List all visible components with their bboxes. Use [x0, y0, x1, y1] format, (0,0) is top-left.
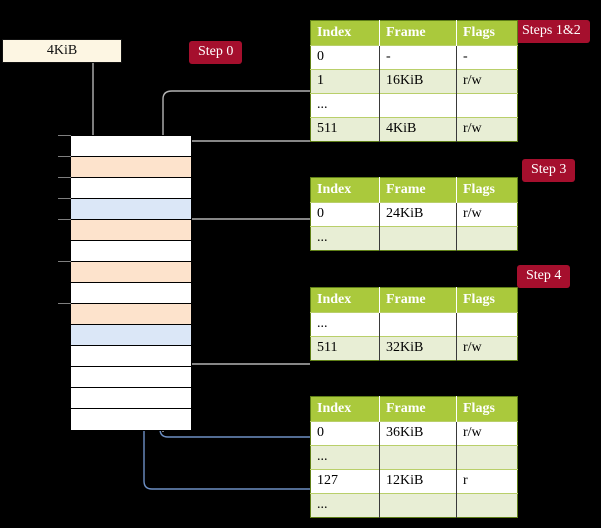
memory-row-tick: [58, 177, 71, 178]
cell-frame: 36KiB: [379, 421, 457, 446]
virtual-page-box: 4KiB: [2, 39, 122, 63]
cell-index: 127: [310, 469, 380, 494]
cell-index: ...: [310, 93, 380, 118]
column-header-frame: Frame: [379, 20, 457, 46]
table-row: ...: [310, 312, 518, 337]
memory-frame-row: [71, 325, 191, 346]
memory-frame-row: [71, 136, 191, 157]
memory-frame-row: [71, 304, 191, 325]
cell-frame: 24KiB: [379, 202, 457, 227]
cell-index: 0: [310, 421, 380, 446]
step-badge-1: Steps 1&2: [513, 20, 590, 43]
table-row: ...: [310, 226, 518, 251]
column-header-flags: Flags: [456, 20, 518, 46]
cell-flags: [456, 312, 518, 337]
column-header-index: Index: [310, 396, 380, 422]
cell-frame: [379, 312, 457, 337]
memory-frame-row: [71, 346, 191, 367]
cell-frame: [379, 226, 457, 251]
memory-frame-row: [71, 157, 191, 178]
cell-frame: [379, 493, 457, 518]
cell-frame: -: [379, 45, 457, 70]
memory-frame-row: [71, 388, 191, 409]
memory-row-tick: [58, 156, 71, 157]
cell-flags: r/w: [456, 336, 518, 361]
memory-frame-row: [71, 178, 191, 199]
cell-index: 0: [310, 202, 380, 227]
cell-flags: [456, 445, 518, 470]
memory-frame-row: [71, 241, 191, 262]
cell-flags: r/w: [456, 69, 518, 94]
column-header-index: Index: [310, 287, 380, 313]
cell-flags: r: [456, 469, 518, 494]
memory-frame-row: [71, 409, 191, 430]
memory-frame-row: [71, 220, 191, 241]
column-header-index: Index: [310, 20, 380, 46]
cell-index: 511: [310, 336, 380, 361]
memory-frame-row: [71, 367, 191, 388]
column-header-frame: Frame: [379, 177, 457, 203]
step-badge-3: Step 4: [517, 265, 571, 288]
cell-frame: 32KiB: [379, 336, 457, 361]
cell-flags: [456, 226, 518, 251]
column-header-flags: Flags: [456, 396, 518, 422]
virtual-page-label: 4KiB: [46, 43, 78, 58]
cell-index: ...: [310, 493, 380, 518]
column-header-frame: Frame: [379, 287, 457, 313]
cell-index: 0: [310, 45, 380, 70]
memory-frame-row: [71, 262, 191, 283]
cell-flags: r/w: [456, 421, 518, 446]
column-header-flags: Flags: [456, 287, 518, 313]
memory-row-tick: [58, 198, 71, 199]
cell-index: ...: [310, 226, 380, 251]
cell-index: 511: [310, 117, 380, 142]
cell-frame: [379, 445, 457, 470]
memory-row-tick: [58, 135, 71, 136]
memory-row-tick: [58, 261, 71, 262]
column-header-flags: Flags: [456, 177, 518, 203]
cell-flags: [456, 493, 518, 518]
memory-frame-row: [71, 283, 191, 304]
cell-frame: 12KiB: [379, 469, 457, 494]
cell-index: ...: [310, 312, 380, 337]
table-row: 0--: [310, 45, 518, 70]
step-badge-0: Step 0: [189, 41, 243, 64]
cell-flags: [456, 93, 518, 118]
cell-frame: 16KiB: [379, 69, 457, 94]
column-header-index: Index: [310, 177, 380, 203]
cell-frame: 4KiB: [379, 117, 457, 142]
cell-index: ...: [310, 445, 380, 470]
table-row: ...: [310, 93, 518, 118]
memory-frame-row: [71, 199, 191, 220]
table-row: ...: [310, 493, 518, 518]
physical-memory-column: [70, 135, 192, 431]
memory-row-tick: [58, 303, 71, 304]
cell-frame: [379, 93, 457, 118]
memory-row-tick: [58, 219, 71, 220]
cell-flags: r/w: [456, 202, 518, 227]
cell-flags: r/w: [456, 117, 518, 142]
cell-flags: -: [456, 45, 518, 70]
table-row: ...: [310, 445, 518, 470]
cell-index: 1: [310, 69, 380, 94]
step-badge-2: Step 3: [522, 159, 576, 182]
column-header-frame: Frame: [379, 396, 457, 422]
